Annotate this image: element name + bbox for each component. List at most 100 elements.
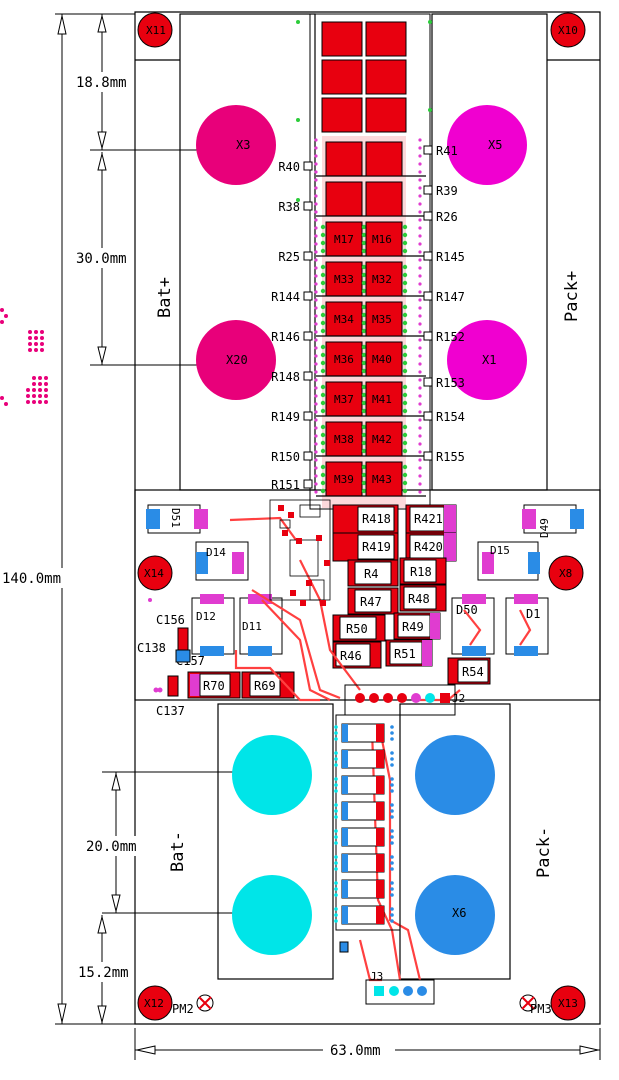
- shunt-pad: [376, 724, 384, 742]
- mount-hole-x11: X11: [137, 12, 173, 48]
- mosfet-label: M43: [372, 473, 392, 486]
- board-outline: [134, 11, 601, 1025]
- diode-d50: D50: [456, 603, 478, 617]
- via: [334, 783, 338, 787]
- mosfet-label: M42: [372, 433, 392, 446]
- via: [314, 250, 318, 254]
- resistor-pad: [303, 331, 313, 341]
- via: [361, 424, 367, 430]
- via: [314, 162, 318, 166]
- via: [334, 757, 338, 761]
- via: [314, 178, 318, 182]
- via: [418, 338, 422, 342]
- via: [418, 370, 422, 374]
- via: [402, 248, 408, 254]
- via: [418, 330, 422, 334]
- via: [334, 777, 338, 781]
- via: [402, 280, 408, 286]
- resistor-pad: [303, 161, 313, 171]
- via: [418, 410, 422, 414]
- via: [314, 242, 318, 246]
- mosfet-block: [365, 261, 403, 297]
- via: [402, 304, 408, 310]
- via: [361, 384, 367, 390]
- via: [334, 841, 338, 845]
- via: [390, 855, 394, 859]
- via: [402, 472, 408, 478]
- via: [418, 402, 422, 406]
- via: [390, 757, 394, 761]
- via: [390, 809, 394, 813]
- mosfet-block: [365, 341, 403, 377]
- via: [390, 731, 394, 735]
- resistor-label: R40: [278, 160, 300, 174]
- via: [390, 841, 394, 845]
- res-r70: R70: [203, 679, 225, 693]
- shunt-pad: [342, 854, 348, 872]
- shunt-pad: [342, 776, 348, 794]
- via: [314, 434, 318, 438]
- pad-x6: [415, 735, 495, 815]
- via: [361, 480, 367, 486]
- dimension-lines: [55, 13, 601, 1060]
- fiducial-pm2: PM2: [172, 994, 214, 1016]
- pad-x20: [196, 320, 276, 400]
- diode-d49: D49: [538, 518, 551, 538]
- res-r47: R47: [360, 595, 382, 609]
- via: [418, 146, 422, 150]
- mount-holes: X11 X10 X14 X8 X12 X13: [137, 12, 586, 1021]
- via: [402, 464, 408, 470]
- via: [361, 464, 367, 470]
- via: [314, 410, 318, 414]
- via: [314, 274, 318, 278]
- via: [402, 272, 408, 278]
- via: [320, 400, 326, 406]
- via: [334, 725, 338, 729]
- resistor-pad: [423, 185, 433, 195]
- via: [361, 264, 367, 270]
- via: [314, 226, 318, 230]
- shunt-pad: [376, 776, 384, 794]
- mosfet-block: [365, 181, 403, 217]
- via: [402, 480, 408, 486]
- via: [418, 378, 422, 382]
- via: [402, 360, 408, 366]
- via: [334, 919, 338, 923]
- via: [402, 432, 408, 438]
- res-r50: R50: [346, 622, 368, 636]
- via: [334, 809, 338, 813]
- svg-text:X13: X13: [558, 997, 578, 1010]
- via: [390, 803, 394, 807]
- resistor-label: R147: [436, 290, 465, 304]
- resistor-pad: [423, 251, 433, 261]
- pad-x4: [232, 735, 312, 815]
- via: [390, 777, 394, 781]
- via: [402, 392, 408, 398]
- dim-63-0: 63.0mm: [330, 1043, 381, 1059]
- via: [314, 450, 318, 454]
- via: [314, 194, 318, 198]
- via: [402, 352, 408, 358]
- resistor-pad: [303, 201, 313, 211]
- via: [320, 384, 326, 390]
- resistor-label: R152: [436, 330, 465, 344]
- via: [314, 186, 318, 190]
- via: [418, 186, 422, 190]
- via: [418, 458, 422, 462]
- resistor-label: R25: [278, 250, 300, 264]
- via: [402, 288, 408, 294]
- via: [361, 328, 367, 334]
- via: [361, 248, 367, 254]
- via: [418, 218, 422, 222]
- pad-x6-label: X6: [452, 906, 466, 920]
- via: [320, 232, 326, 238]
- via: [390, 829, 394, 833]
- resistor-label: R38: [278, 200, 300, 214]
- via: [334, 803, 338, 807]
- connector-j2: J2: [344, 684, 465, 716]
- via: [314, 322, 318, 326]
- shunt-pad: [376, 906, 384, 924]
- via: [320, 360, 326, 366]
- via: [334, 815, 338, 819]
